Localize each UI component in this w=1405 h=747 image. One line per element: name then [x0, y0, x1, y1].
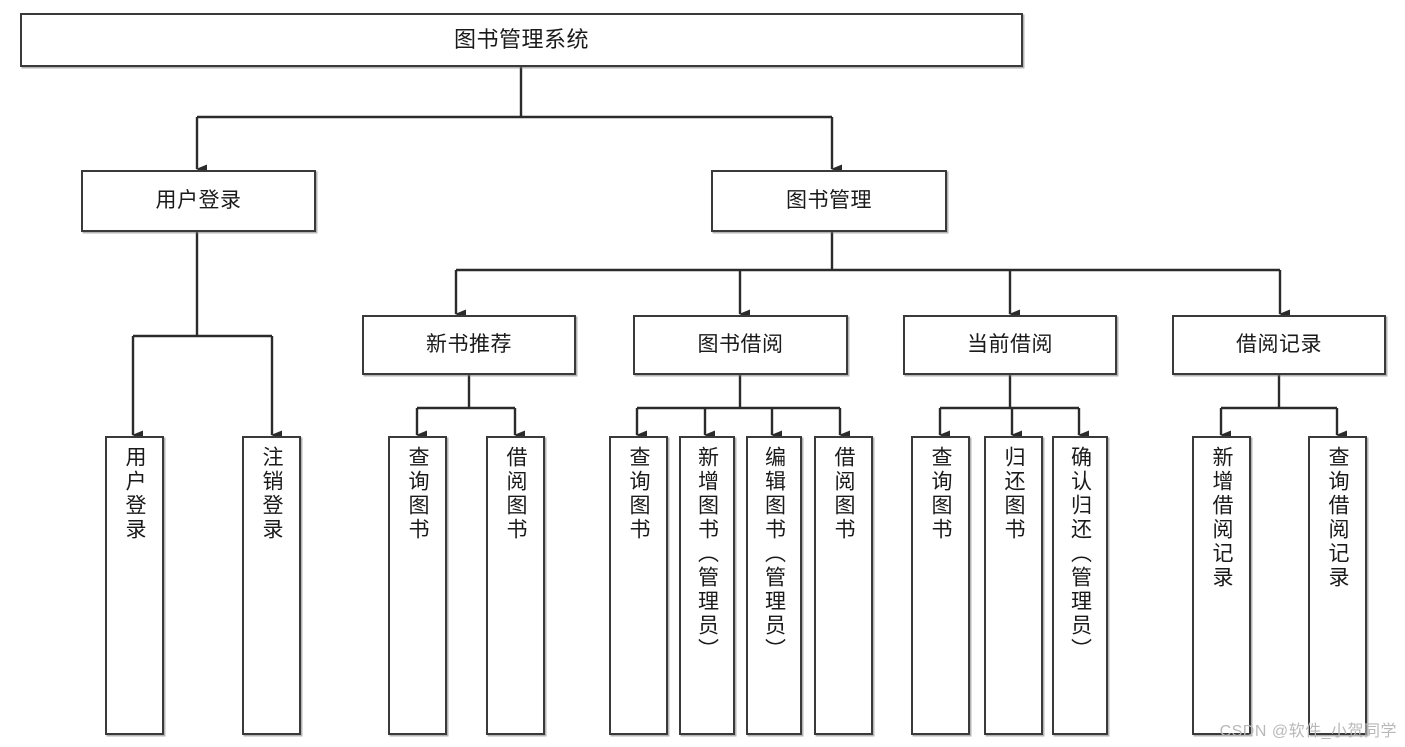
node-label-leaf-bb-edit-book: 编辑图书（管理员）: [762, 446, 786, 662]
node-label-leaf-bb-add-book: 新增图书（管理员）: [695, 446, 719, 662]
node-leaf-cb-return-book[interactable]: 归还图书: [984, 436, 1043, 735]
node-leaf-cb-query-book[interactable]: 查询图书: [911, 436, 970, 735]
node-leaf-bb-add-book[interactable]: 新增图书（管理员）: [679, 436, 735, 735]
node-leaf-bb-edit-book[interactable]: 编辑图书（管理员）: [746, 436, 802, 735]
node-label-book-borrow: 图书借阅: [697, 332, 784, 356]
node-label-leaf-cb-return-book: 归还图书: [1002, 446, 1025, 542]
node-book-borrow[interactable]: 图书借阅: [633, 315, 848, 375]
node-label-leaf-cb-confirm-return: 确认归还（管理员）: [1068, 446, 1092, 662]
node-new-book-rec[interactable]: 新书推荐: [362, 315, 576, 375]
node-leaf-br-query-record[interactable]: 查询借阅记录: [1308, 436, 1367, 735]
node-leaf-bb-query-book[interactable]: 查询图书: [609, 436, 668, 735]
node-leaf-rec-borrow-book[interactable]: 借阅图书: [486, 436, 545, 735]
node-label-root: 图书管理系统: [453, 27, 589, 53]
node-label-leaf-br-add-record: 新增借阅记录: [1210, 446, 1233, 590]
node-label-leaf-cb-query-book: 查询图书: [929, 446, 952, 542]
node-label-leaf-br-query-record: 查询借阅记录: [1326, 446, 1349, 590]
node-borrow-record[interactable]: 借阅记录: [1172, 315, 1386, 375]
watermark-label: CSDN @软件_小贺同学: [1219, 723, 1397, 740]
node-leaf-user-logout[interactable]: 注销登录: [242, 436, 301, 735]
node-label-book-manage: 图书管理: [786, 188, 872, 212]
node-leaf-rec-query-book[interactable]: 查询图书: [388, 436, 447, 735]
node-user-login[interactable]: 用户登录: [81, 170, 316, 232]
node-label-borrow-record: 借阅记录: [1236, 332, 1322, 356]
node-leaf-br-add-record[interactable]: 新增借阅记录: [1192, 436, 1251, 735]
node-current-borrow[interactable]: 当前借阅: [903, 315, 1117, 375]
node-label-leaf-user-login: 用户登录: [123, 446, 146, 542]
node-book-manage[interactable]: 图书管理: [711, 170, 947, 232]
node-leaf-user-login[interactable]: 用户登录: [105, 436, 164, 735]
node-leaf-cb-confirm-return[interactable]: 确认归还（管理员）: [1052, 436, 1108, 735]
node-label-leaf-rec-borrow-book: 借阅图书: [504, 446, 527, 542]
node-label-leaf-bb-borrow-book: 借阅图书: [832, 446, 855, 542]
node-label-leaf-rec-query-book: 查询图书: [406, 446, 429, 542]
node-leaf-bb-borrow-book[interactable]: 借阅图书: [814, 436, 873, 735]
node-label-user-login: 用户登录: [155, 188, 242, 212]
node-label-current-borrow: 当前借阅: [967, 332, 1053, 356]
node-root[interactable]: 图书管理系统: [20, 13, 1023, 67]
node-label-new-book-rec: 新书推荐: [426, 332, 512, 356]
node-label-leaf-bb-query-book: 查询图书: [627, 446, 650, 542]
node-label-leaf-user-logout: 注销登录: [260, 446, 283, 542]
